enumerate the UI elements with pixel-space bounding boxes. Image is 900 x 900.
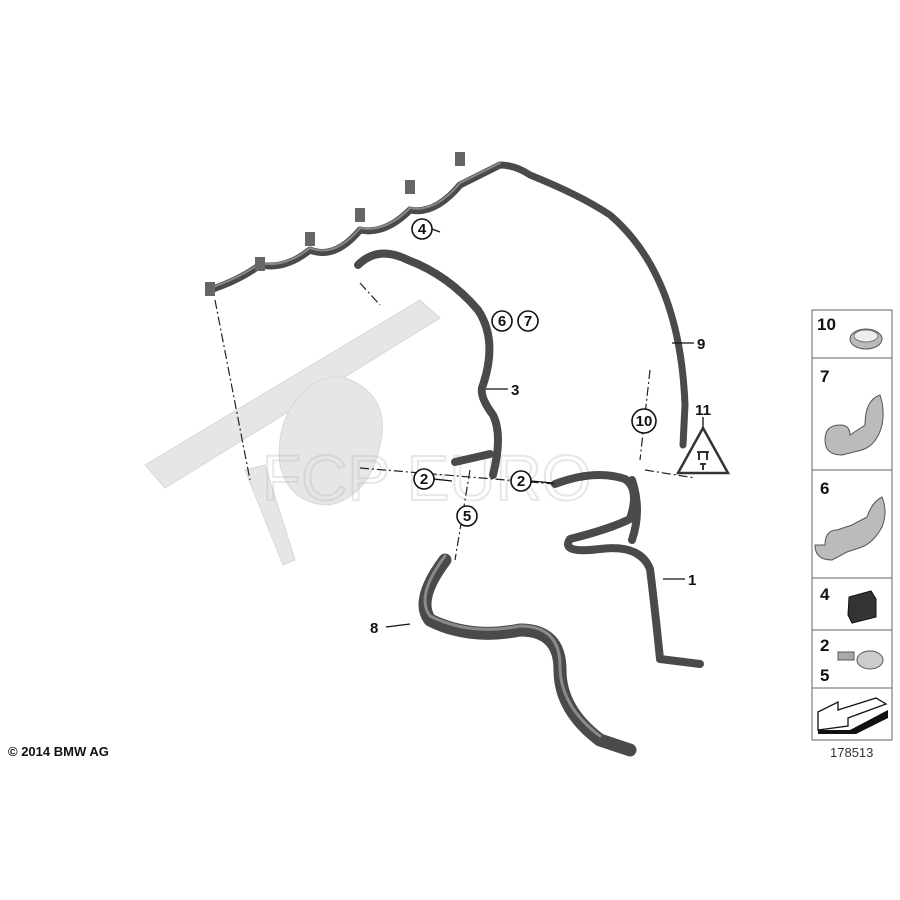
warning-triangle-icon [675, 425, 731, 475]
callout-8[interactable]: 8 [370, 620, 411, 637]
legend-label-5: 5 [820, 666, 829, 685]
callout-8-label: 8 [370, 620, 378, 637]
callout-2a-label: 2 [420, 471, 428, 488]
callout-6-label: 6 [498, 313, 506, 330]
legend-item-4[interactable]: 4 [820, 585, 877, 624]
legend-label-2: 2 [820, 636, 829, 655]
callout-9[interactable]: 9 [672, 336, 705, 353]
legend-label-7: 7 [820, 367, 829, 386]
callout-3-label: 3 [511, 382, 519, 399]
legend-label-10: 10 [817, 315, 836, 334]
legend-label-6: 6 [820, 479, 829, 498]
callout-10[interactable]: 10 [631, 408, 657, 434]
leak-off-line-9 [205, 152, 689, 449]
callout-6[interactable]: 6 [491, 310, 513, 332]
alignment-lines [214, 282, 696, 561]
screw-clamp-icon [837, 650, 884, 670]
callout-5[interactable]: 5 [456, 505, 478, 527]
callout-10-label: 10 [636, 413, 653, 430]
parts-legend: 10 7 6 4 2 5 [811, 309, 893, 741]
legend-item-6[interactable]: 6 [814, 479, 886, 561]
callout-7[interactable]: 7 [517, 310, 539, 332]
copyright-notice: © 2014 BMW AG [8, 744, 109, 759]
callout-2a[interactable]: 2 [413, 468, 453, 490]
callout-1[interactable]: 1 [663, 572, 696, 589]
legend-item-2-5[interactable]: 2 5 [820, 636, 884, 685]
callout-4-label: 4 [418, 221, 427, 238]
callout-2b-label: 2 [517, 473, 525, 490]
callout-4[interactable]: 4 [411, 218, 441, 240]
hose-3 [354, 249, 502, 479]
callout-2b[interactable]: 2 [510, 470, 554, 492]
callout-7-label: 7 [524, 313, 532, 330]
callout-1-label: 1 [688, 572, 696, 589]
legend-item-10[interactable]: 10 [817, 315, 883, 350]
legend-item-7[interactable]: 7 [820, 367, 884, 456]
drawing-number: 178513 [830, 745, 874, 760]
legend-label-4: 4 [820, 585, 830, 604]
callout-3[interactable]: 3 [486, 382, 519, 399]
rubber-grommet-icon [847, 590, 877, 624]
triple-clip-icon [814, 496, 886, 561]
hose-1 [551, 471, 704, 668]
hose-8 [418, 553, 637, 757]
callout-9-label: 9 [697, 336, 705, 353]
hose-clamp-icon [849, 328, 883, 350]
callout-5-label: 5 [463, 508, 471, 525]
callout-11-label: 11 [695, 402, 711, 419]
fuel-rail-ghost [144, 299, 441, 566]
direction-arrow-icon [817, 697, 888, 734]
callout-11[interactable]: 11 [695, 402, 711, 428]
double-clip-icon [824, 394, 884, 456]
